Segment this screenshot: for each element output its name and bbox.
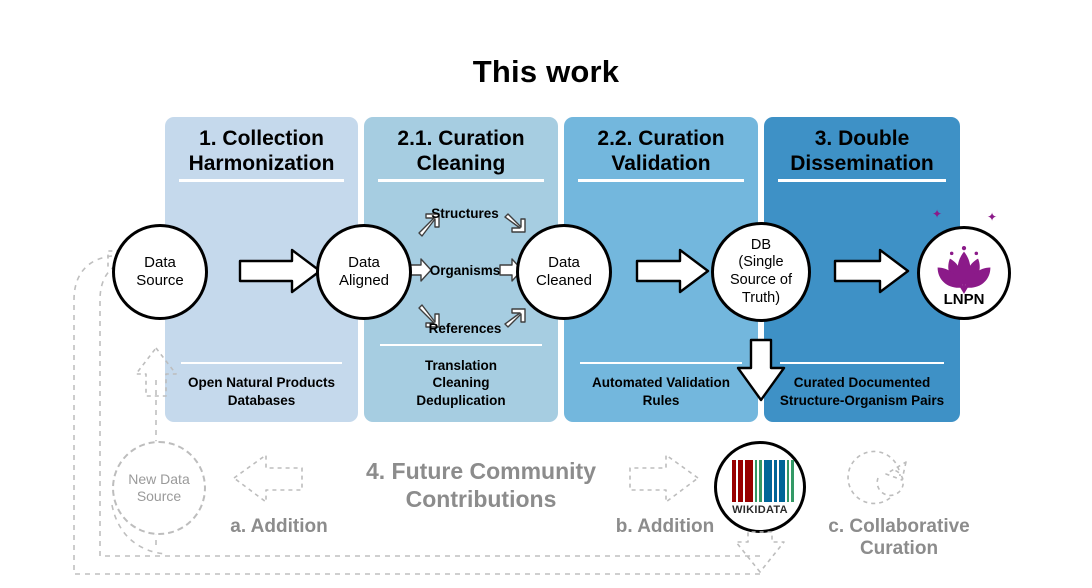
arrow-db-down xyxy=(736,338,786,402)
panel-curation-cleaning-footer: Translation Cleaning Deduplication xyxy=(416,357,506,409)
wikidata-label: WIKIDATA xyxy=(732,504,788,516)
arrow-future-to-new-source xyxy=(233,454,303,503)
panel-dissemination-foot-rule xyxy=(780,361,944,364)
wikidata-bar-4 xyxy=(759,460,763,502)
wikidata-bar-7 xyxy=(778,460,785,502)
arrow-structures-in xyxy=(418,213,440,237)
panel-collection-footer: Open Natural Products Databases xyxy=(187,375,336,409)
wikidata-bar-3 xyxy=(754,460,758,502)
wikidata-bar-5 xyxy=(764,460,772,502)
panel-dissemination-footer: Curated Documented Structure-Organism Pa… xyxy=(779,375,945,409)
panel-curation-validation-heading: 2.2. Curation Validation xyxy=(597,127,725,175)
wikidata-bar-2 xyxy=(744,460,753,502)
arrow-cleaned-to-db xyxy=(635,248,710,294)
panel-dissemination-head-rule xyxy=(778,179,946,182)
lnpn-logo: LNPN xyxy=(917,226,1011,320)
arrow-future-to-wikidata xyxy=(629,454,699,503)
panel-collection-heading: 1. Collection Harmonization xyxy=(188,127,335,175)
arrow-db-to-lnpn xyxy=(833,248,910,294)
node-data-source: Data Source xyxy=(112,224,208,320)
feedback-outer-path xyxy=(73,255,760,575)
lotus-icon xyxy=(937,246,991,294)
arrow-wikidata-down xyxy=(735,531,785,573)
lnpn-label: LNPN xyxy=(943,291,985,308)
wikidata-bar-0 xyxy=(732,460,737,502)
future-contributions-title: 4. Future Community Contributions xyxy=(365,458,596,513)
panel-dissemination-heading: 3. Double Dissemination xyxy=(790,127,934,175)
arrow-references-in xyxy=(418,304,440,328)
node-data-aligned: Data Aligned xyxy=(316,224,412,320)
sparkle-icon-right: ✦ xyxy=(987,210,998,224)
step-b-addition-label: b. Addition xyxy=(615,516,715,537)
panel-curation-validation-footer: Automated Validation Rules xyxy=(591,375,730,409)
panel-curation-validation-foot-rule xyxy=(580,361,742,364)
arrow-structures-out xyxy=(504,213,526,233)
new-source-up-arrowhead xyxy=(135,347,177,397)
wikidata-bar-9 xyxy=(791,460,795,502)
wikidata-bars xyxy=(732,460,795,502)
refresh-cycle-icon xyxy=(847,450,907,505)
new-source-curve xyxy=(111,504,167,555)
node-db: DB (Single Source of Truth) xyxy=(711,222,811,322)
branch-label-organisms: Organisms xyxy=(429,263,501,278)
branch-label-structures: Structures xyxy=(431,206,499,221)
arrow-source-to-aligned xyxy=(238,248,322,294)
wikidata-bar-1 xyxy=(738,460,743,502)
node-new-data-source: New Data Source xyxy=(112,441,206,535)
panel-curation-cleaning-head-rule xyxy=(378,179,544,182)
panel-curation-cleaning-heading: 2.1. Curation Cleaning xyxy=(397,127,525,175)
branch-label-references: References xyxy=(428,321,502,336)
sparkle-icon-left: ✦ xyxy=(932,207,943,221)
arrow-references-out xyxy=(504,308,526,328)
step-a-addition-label: a. Addition xyxy=(230,516,328,537)
node-data-cleaned: Data Cleaned xyxy=(516,224,612,320)
panel-curation-validation-head-rule xyxy=(578,179,744,182)
wikidata-bar-6 xyxy=(773,460,777,502)
step-c-collaborative-curation-label: c. Collaborative Curation xyxy=(828,516,970,559)
panel-collection-foot-rule xyxy=(181,361,342,364)
wikidata-logo: WIKIDATA xyxy=(714,441,806,533)
feedback-inner-path xyxy=(99,259,760,557)
wikidata-bar-8 xyxy=(786,460,790,502)
panel-curation-cleaning-foot-rule xyxy=(380,343,542,346)
panel-collection-head-rule xyxy=(179,179,344,182)
page-title: This work xyxy=(472,54,620,89)
